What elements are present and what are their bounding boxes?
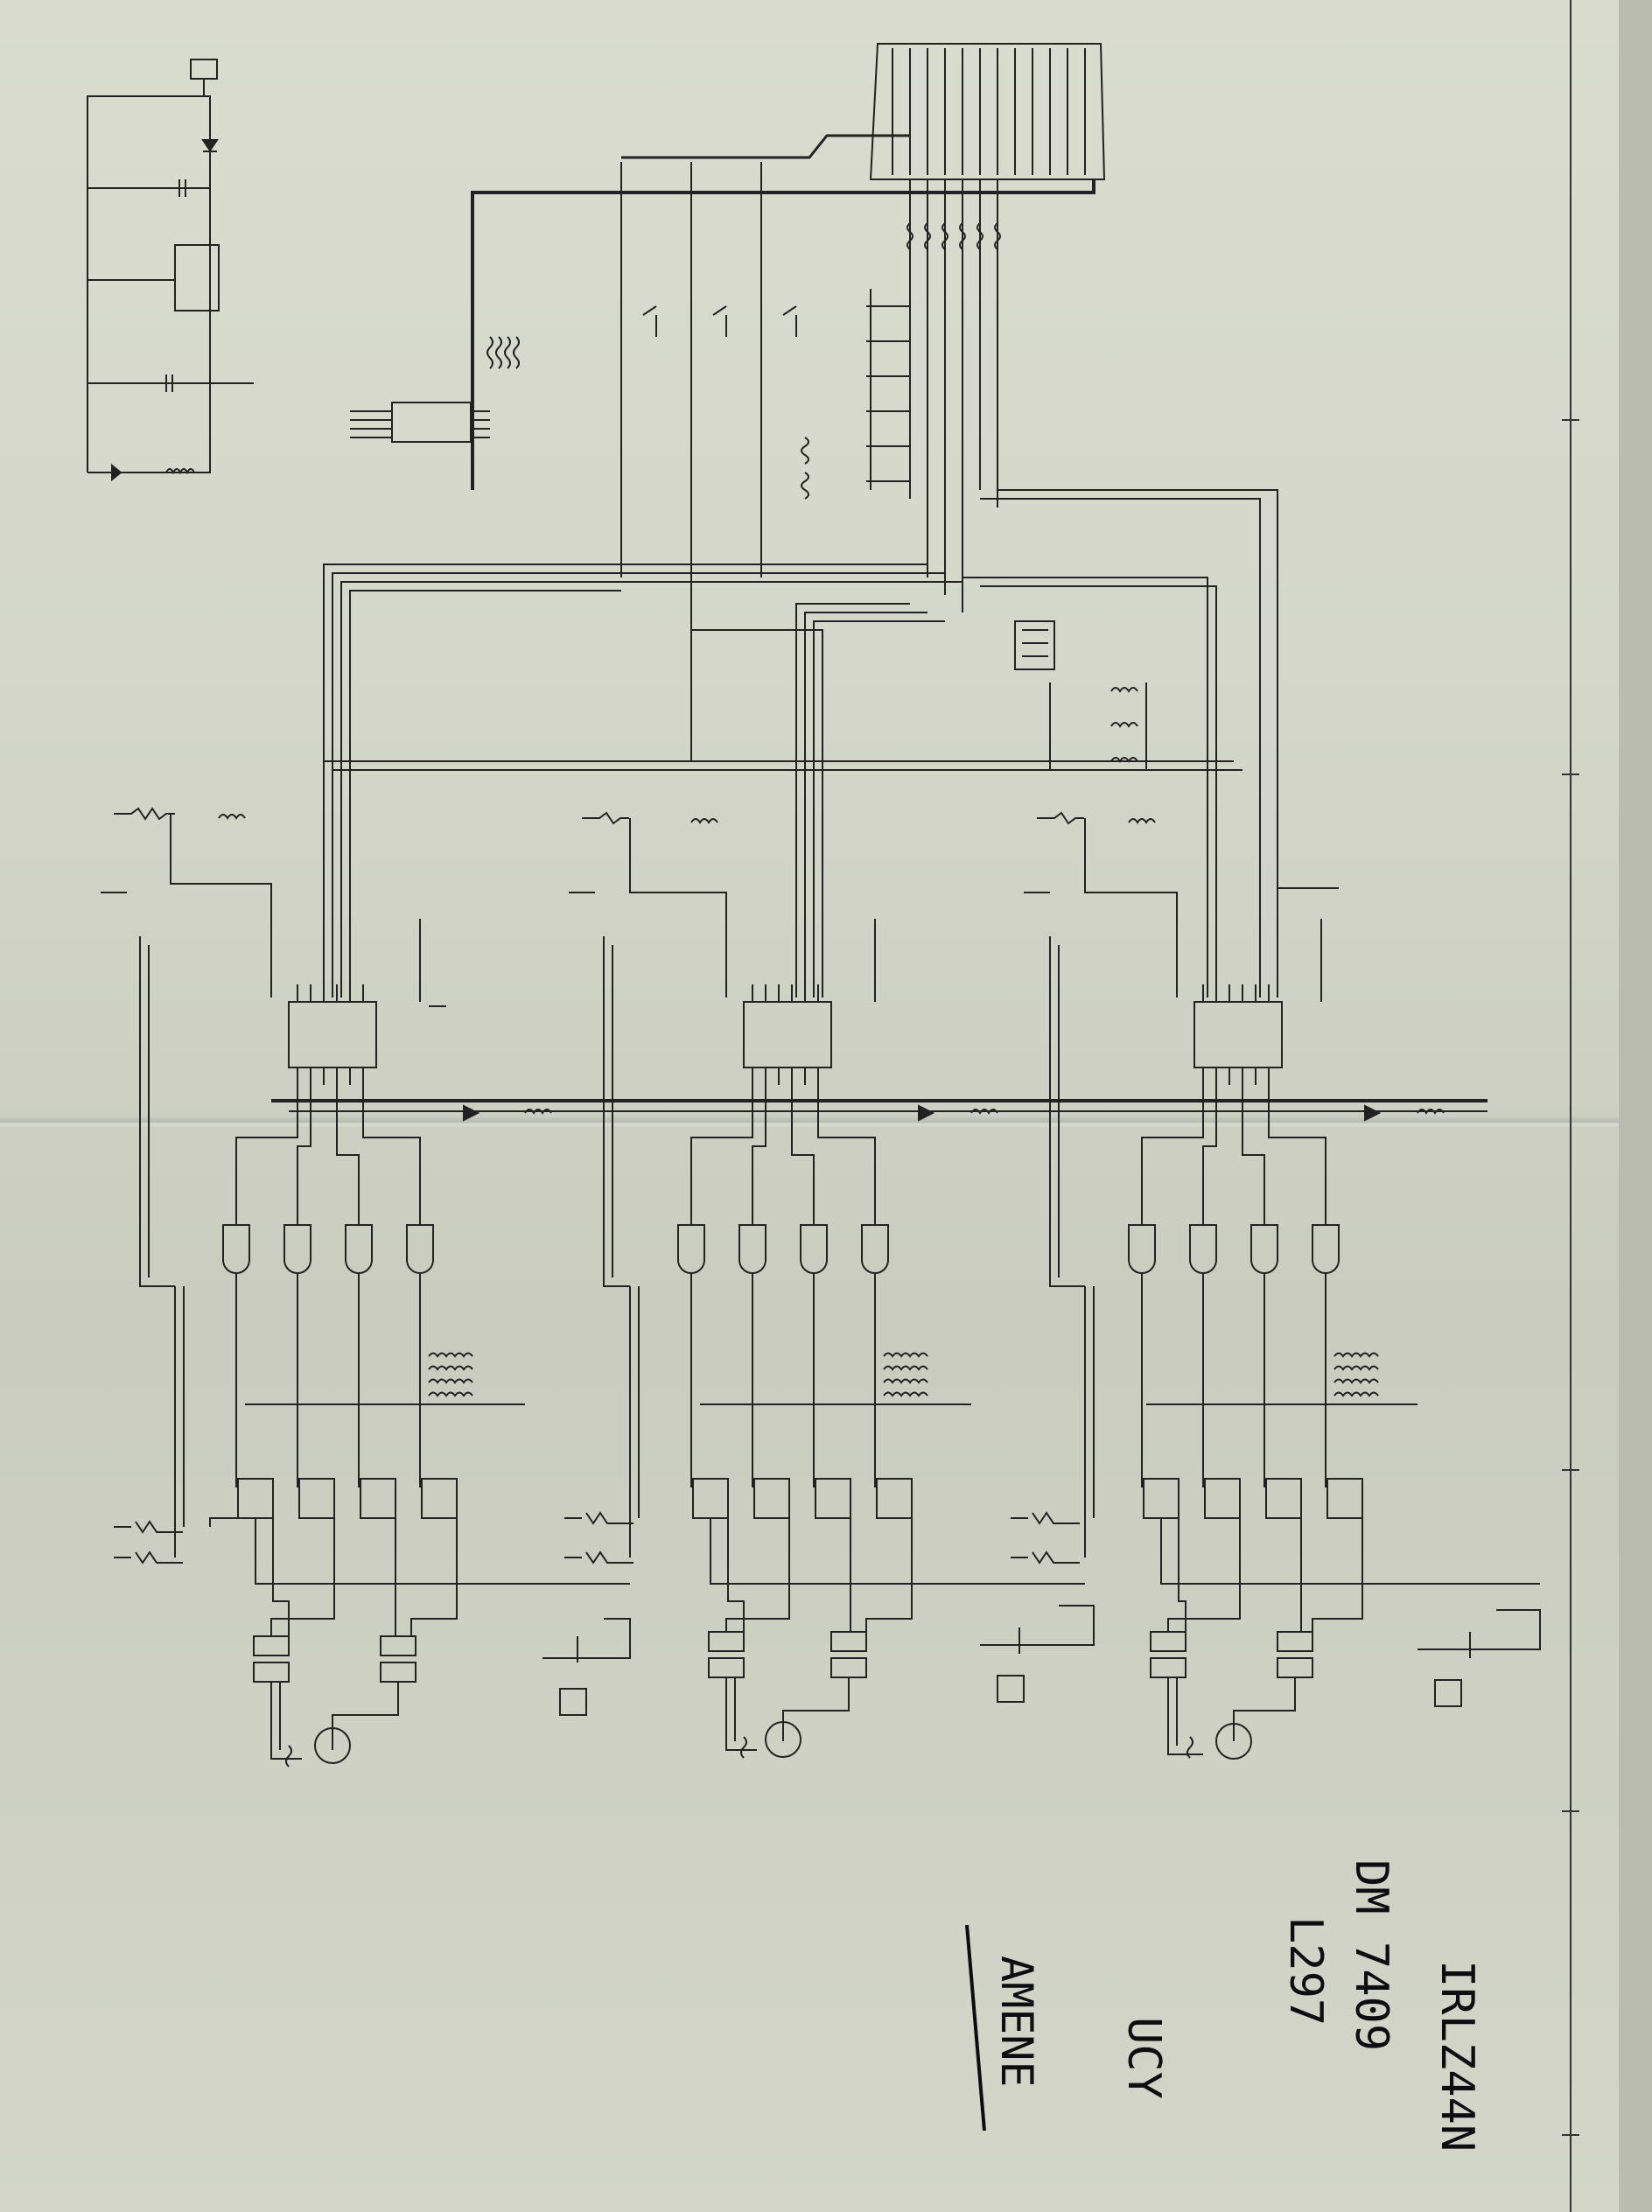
driver-channel-z [1011,811,1541,1760]
fuse-block [253,1635,290,1656]
driver-bus-wiring [323,489,1278,998]
power-led [111,463,122,482]
motor-connector-section [350,336,520,443]
handwritten-notes: IRLZ44N DM 7409 L297 UCY AMENE [965,1859,1483,2152]
supply-diode [201,139,219,152]
driver-channel-x [101,807,631,1768]
and-gate [222,1224,250,1274]
frame-border [1562,0,1579,2212]
note-dm7409: DM 7409 [1345,1859,1397,2051]
underline-stroke [965,1924,986,2132]
mosfet [237,1478,274,1519]
note-l297: L297 [1279,1916,1332,2026]
parallel-port-section [471,43,1147,771]
enable-switch [559,1688,587,1716]
stepper-motor-x [314,1727,351,1764]
voltage-regulator [174,244,220,312]
db25-connector [869,43,1106,180]
paper-fold [0,1116,1652,1128]
l297-chip-x [288,1001,377,1068]
l297-chip-y [743,1001,832,1068]
note-amene: AMENE [991,1956,1042,2088]
stepper-motor-z [1215,1723,1252,1760]
power-supply-section [87,59,254,482]
note-ucy: UCY [1117,2017,1170,2099]
driver-channel-y [564,811,1095,1759]
note-irlz44n: IRLZ44N [1431,1960,1483,2152]
connector-block [391,402,472,443]
l297-chip-z [1194,1001,1283,1068]
paper-edge [1619,0,1652,2212]
dip-switch [1014,620,1055,670]
stepper-motor-y [765,1721,802,1758]
power-connector [190,59,218,80]
